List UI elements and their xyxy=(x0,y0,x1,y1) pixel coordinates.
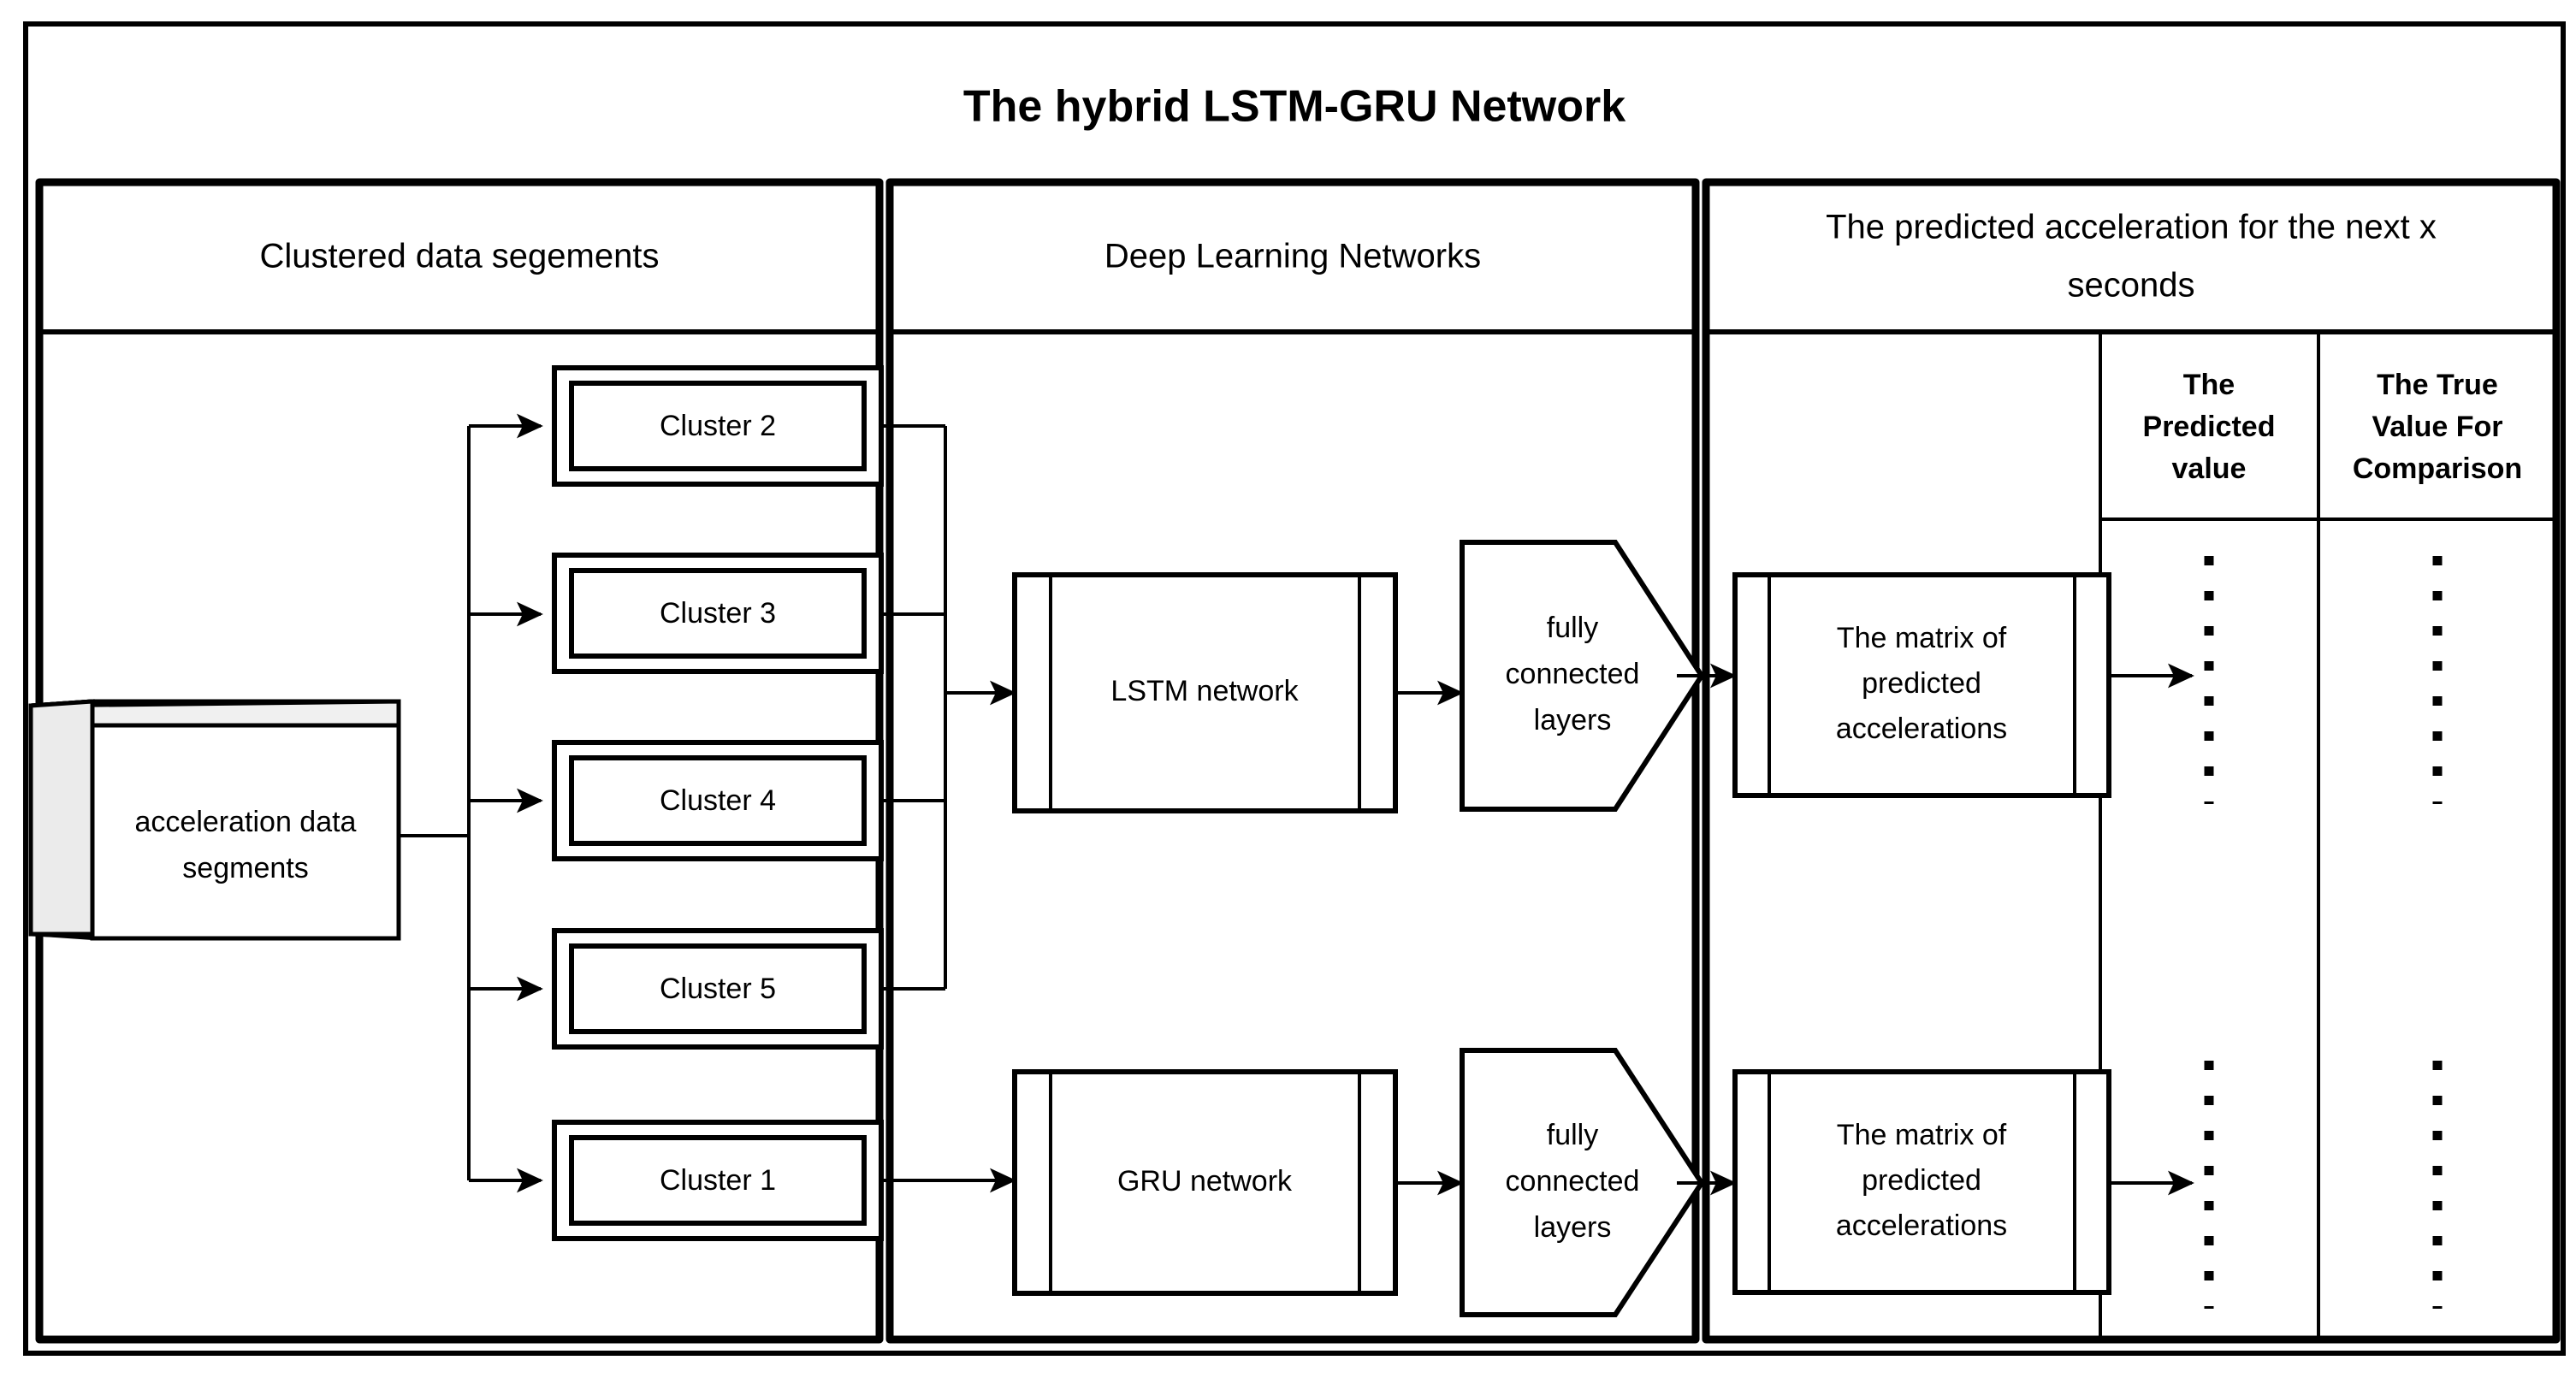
matrix-lower-line1: The matrix of xyxy=(1837,1119,2007,1151)
cluster-1-inner xyxy=(569,1135,867,1226)
cluster-5-label: Cluster 5 xyxy=(660,973,776,1005)
result-col-true-line1: The True xyxy=(2377,369,2498,401)
lstm-label: LSTM network xyxy=(1110,675,1299,707)
result-col-true-line3: Comparison xyxy=(2353,452,2522,485)
dense-upper-shape xyxy=(1460,540,1705,812)
dense-lower-shape xyxy=(1460,1048,1705,1317)
cluster-node-2[interactable]: Cluster 2 xyxy=(552,365,884,487)
dense-block-upper[interactable]: fully connected layers xyxy=(1460,540,1705,812)
result-col-predicted-line3: value xyxy=(2172,452,2247,485)
result-col-predicted-line2: Predicted xyxy=(2143,411,2276,443)
cluster-2-label: Cluster 2 xyxy=(660,410,776,442)
dense-lower-line1: fully xyxy=(1547,1119,1598,1151)
cube-label-line2: segments xyxy=(182,852,308,884)
result-col-predicted-line1: The xyxy=(2183,369,2235,401)
matrix-lower-line2: predicted xyxy=(1862,1164,1981,1197)
dense-upper-line1: fully xyxy=(1547,612,1598,644)
matrix-upper-line3: accelerations xyxy=(1836,713,2007,745)
panel-predicted-header-line1: The predicted acceleration for the next … xyxy=(1826,209,2437,246)
cube-to-clusters-connector xyxy=(399,413,543,1193)
acceleration-data-cube: acceleration data segments xyxy=(28,699,401,941)
cluster-2-inner xyxy=(569,381,867,471)
cluster-node-1[interactable]: Cluster 1 xyxy=(552,1120,884,1241)
cube-front-face xyxy=(90,723,401,941)
lstm-outer-box xyxy=(1012,572,1398,813)
dense-block-lower[interactable]: fully connected layers xyxy=(1460,1048,1705,1317)
dense-upper-line2: connected xyxy=(1506,658,1640,690)
cluster-1-label: Cluster 1 xyxy=(660,1164,776,1197)
panel-predicted-border xyxy=(1702,178,2561,1344)
cluster-4-inner xyxy=(569,755,867,846)
cluster-4-label: Cluster 4 xyxy=(660,784,776,817)
cube-label-line1: acceleration data xyxy=(135,806,357,838)
cluster-node-4[interactable]: Cluster 4 xyxy=(552,740,884,861)
cube-bottom-edge xyxy=(30,932,93,940)
dense-lower-line2: connected xyxy=(1506,1165,1640,1198)
cube-side-plane xyxy=(28,699,95,937)
matrix-node-upper[interactable]: The matrix of predicted accelerations xyxy=(1732,572,2111,798)
gru-label: GRU network xyxy=(1117,1165,1293,1198)
panel-networks-header: Deep Learning Networks xyxy=(1104,238,1481,275)
panel-clustered-header: Clustered data segements xyxy=(260,238,660,275)
matrix-node-lower[interactable]: The matrix of predicted accelerations xyxy=(1732,1069,2111,1295)
cluster-node-5[interactable]: Cluster 5 xyxy=(552,928,884,1050)
figure-title: The hybrid LSTM-GRU Network xyxy=(963,82,1626,132)
matrix-upper-outer xyxy=(1732,572,2111,798)
matrix-upper-line2: predicted xyxy=(1862,667,1981,700)
result-col-true-line2: Value For xyxy=(2372,411,2502,443)
clusters-to-lstm-connector xyxy=(881,424,1016,991)
matrix-lower-outer xyxy=(1732,1069,2111,1295)
matrix-upper-line1: The matrix of xyxy=(1837,622,2007,654)
panel-clustered-border xyxy=(35,178,884,1344)
cluster-3-inner xyxy=(569,568,867,659)
dense-upper-line3: layers xyxy=(1534,704,1612,736)
panel-networks-border xyxy=(885,178,1700,1344)
cluster-3-label: Cluster 3 xyxy=(660,597,776,630)
matrix-lower-line3: accelerations xyxy=(1836,1209,2007,1242)
lstm-network-node[interactable]: LSTM network xyxy=(1012,572,1398,813)
panel-predicted-header-line2: seconds xyxy=(2068,267,2195,305)
gru-outer-box xyxy=(1012,1069,1398,1296)
cluster-5-inner xyxy=(569,943,867,1034)
dense-lower-line3: layers xyxy=(1534,1211,1612,1244)
gru-network-node[interactable]: GRU network xyxy=(1012,1069,1398,1296)
cluster-node-3[interactable]: Cluster 3 xyxy=(552,553,884,674)
